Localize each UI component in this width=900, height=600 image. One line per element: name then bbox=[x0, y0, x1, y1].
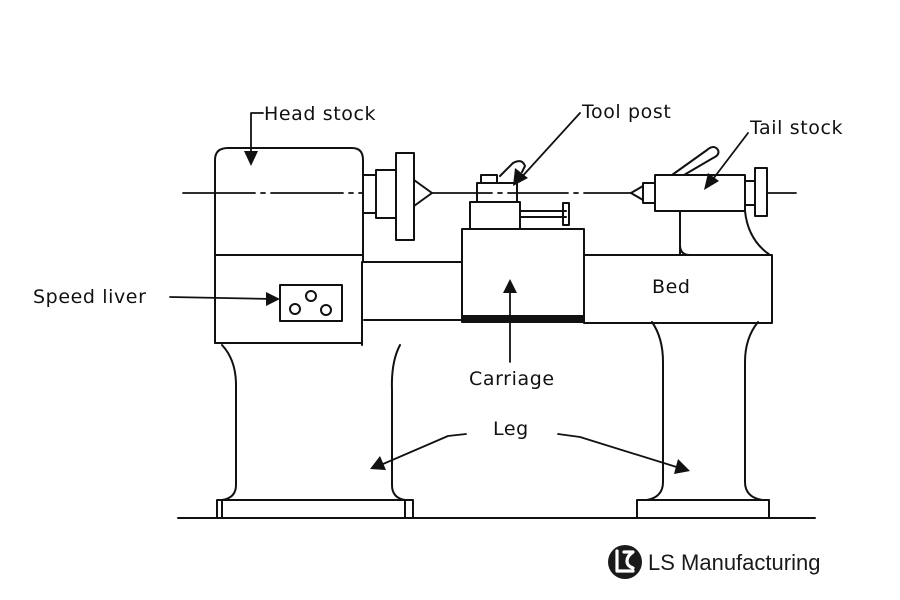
tail-stock bbox=[630, 146, 771, 256]
arrow-head-stock bbox=[244, 151, 258, 166]
labels: Head stock Tool post Tail stock Speed li… bbox=[33, 101, 843, 440]
head-stock bbox=[214, 147, 364, 344]
chuck bbox=[362, 152, 433, 241]
right-leg bbox=[636, 321, 770, 519]
arrow-speed-lever bbox=[266, 292, 280, 306]
arrow-tool-post bbox=[513, 168, 528, 186]
head-stock-pointer bbox=[250, 112, 264, 156]
label-speed-lever: Speed liver bbox=[33, 286, 147, 308]
pointer-lines bbox=[169, 112, 749, 470]
arrow-leg-right bbox=[674, 459, 690, 474]
arrow-leg-left bbox=[370, 456, 386, 470]
label-carriage: Carriage bbox=[469, 368, 555, 390]
arrow-carriage bbox=[503, 279, 517, 293]
bed bbox=[361, 246, 773, 346]
watermark-text: LS Manufacturing bbox=[648, 550, 820, 575]
label-tail-stock: Tail stock bbox=[749, 117, 843, 139]
tool-post bbox=[469, 160, 570, 230]
label-head-stock: Head stock bbox=[264, 103, 376, 125]
arrow-tail-stock bbox=[704, 173, 719, 190]
tool-post-pointer bbox=[518, 112, 581, 181]
speed-lever-pointer bbox=[169, 296, 274, 300]
label-tool-post: Tool post bbox=[581, 101, 671, 123]
carriage bbox=[461, 228, 585, 323]
left-leg bbox=[216, 344, 414, 519]
tail-stock-pointer bbox=[709, 132, 749, 184]
label-leg: Leg bbox=[493, 418, 529, 440]
label-bed: Bed bbox=[652, 276, 691, 298]
leg-pointer-left bbox=[375, 433, 467, 468]
watermark: LS Manufacturing bbox=[608, 545, 820, 579]
arrow-heads bbox=[244, 151, 719, 474]
leg-pointer-right bbox=[557, 433, 684, 470]
ls-logo-icon bbox=[608, 545, 642, 579]
speed-lever-panel bbox=[279, 284, 343, 322]
